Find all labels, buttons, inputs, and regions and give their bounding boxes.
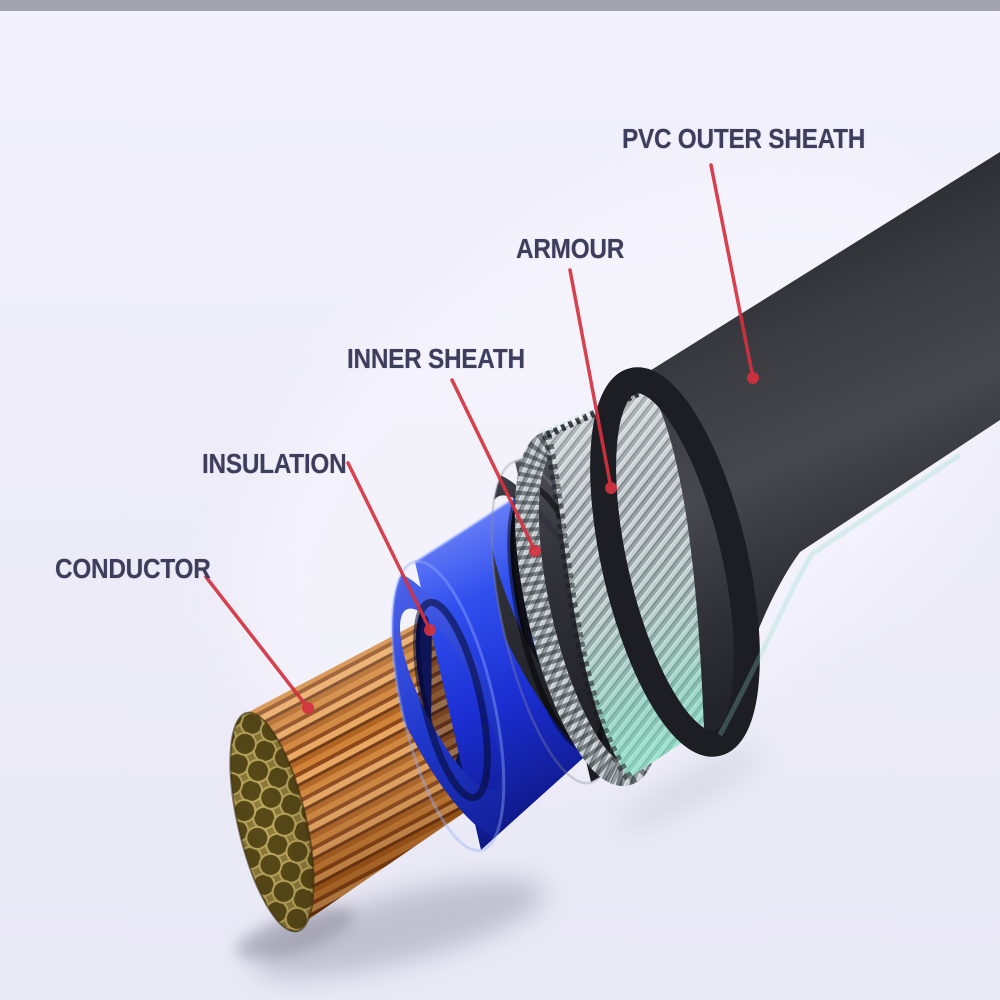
leader-pvc-outer-sheath [709, 163, 759, 384]
outer-sheath-graphic [623, 152, 1000, 742]
label-insulation: INSULATION [202, 448, 347, 479]
top-border-highlight [0, 11, 1000, 15]
outer-sheath-rim [590, 367, 962, 757]
leader-insulation [346, 461, 436, 636]
leader-armour [568, 268, 617, 494]
leader-conductor [204, 575, 314, 714]
label-armour: ARMOUR [516, 233, 625, 264]
leader-inner-sheath [450, 378, 541, 557]
label-inner-sheath: INNER SHEATH [347, 343, 525, 374]
label-pvc-outer-sheath: PVC OUTER SHEATH [622, 123, 866, 154]
leader-lines [204, 163, 759, 714]
cast-shadow [235, 749, 762, 978]
top-border-strip [0, 0, 1000, 11]
label-conductor: CONDUCTOR [55, 553, 211, 584]
